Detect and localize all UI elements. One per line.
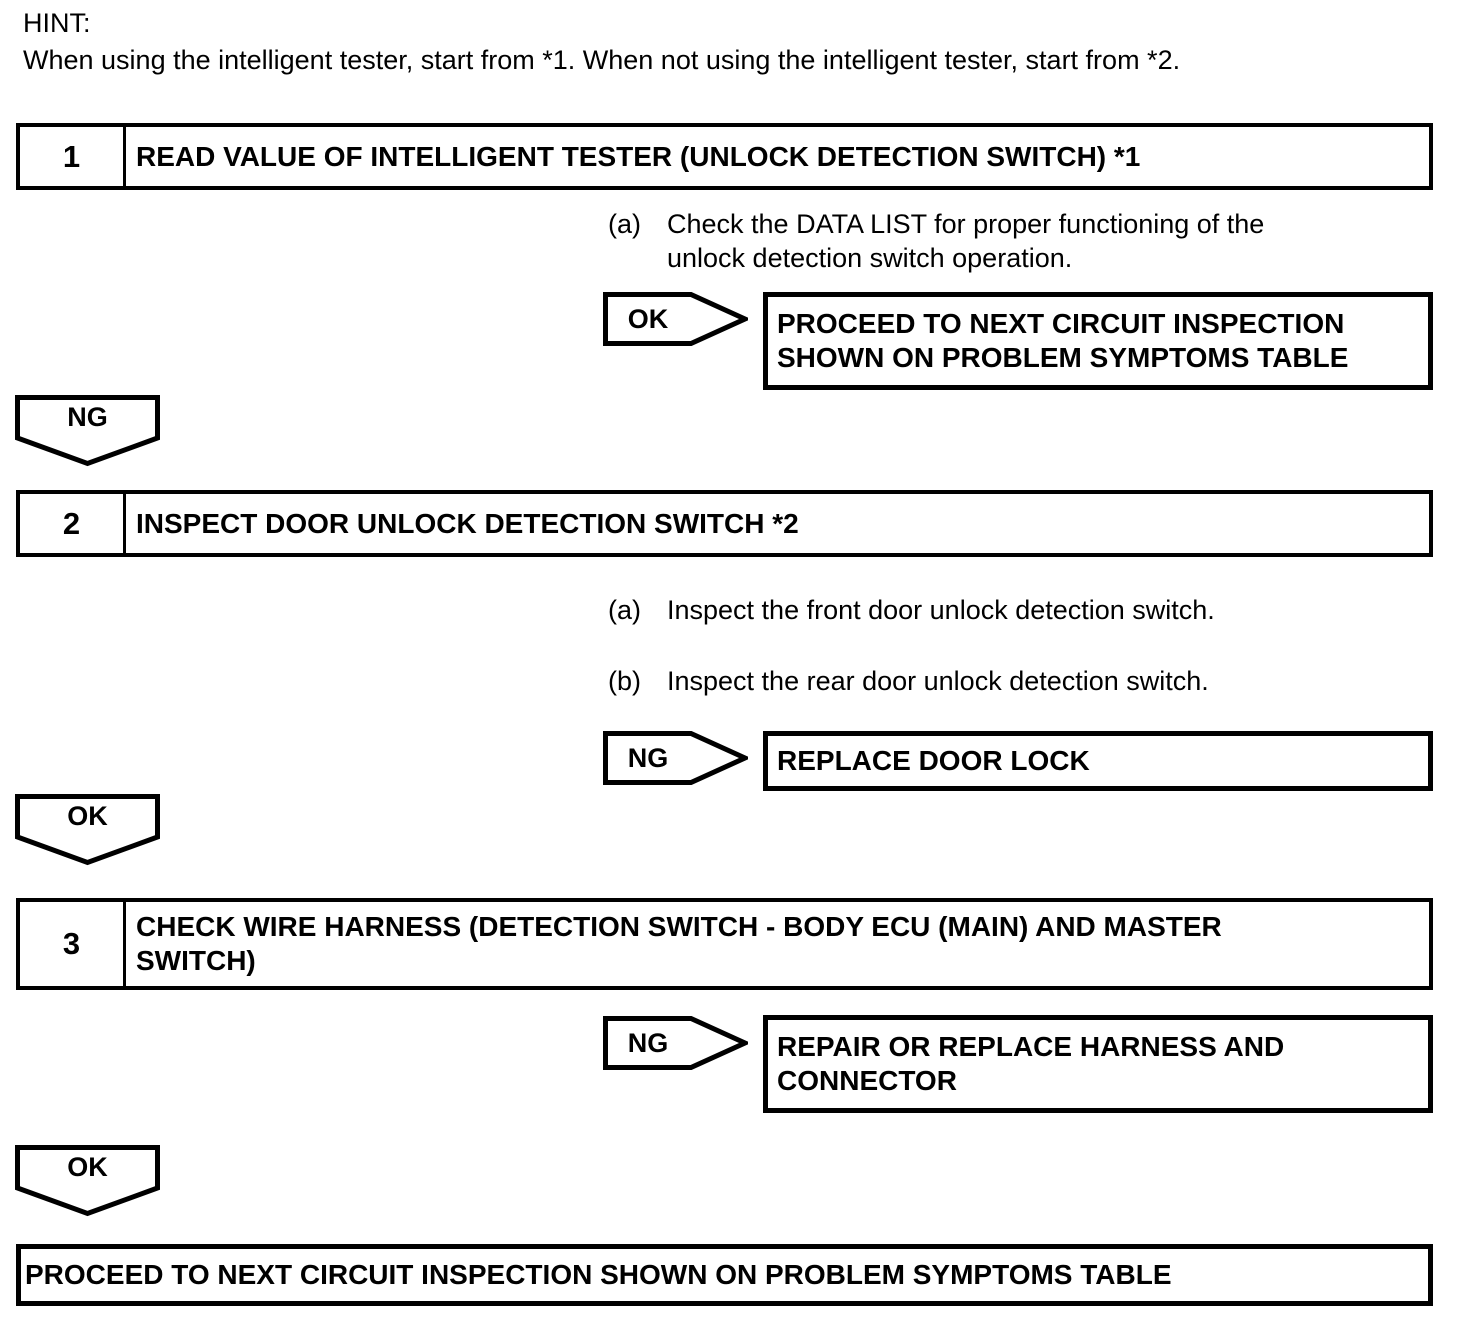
ng-connector-label: NG <box>627 743 669 773</box>
ng-connector-down-step1: NG <box>15 395 160 467</box>
ok-connector-label: OK <box>627 304 669 334</box>
arrow-right-icon <box>603 731 748 785</box>
step-1-title-text: READ VALUE OF INTELLIGENT TESTER (UNLOCK… <box>136 140 1141 172</box>
step-3-box: 3 CHECK WIRE HARNESS (DETECTION SWITCH -… <box>16 898 1433 990</box>
callout-line: CONNECTOR <box>777 1065 957 1096</box>
hint-text: When using the intelligent tester, start… <box>23 45 1181 75</box>
ok-connector-label: OK <box>67 1152 108 1182</box>
step-3-title: CHECK WIRE HARNESS (DETECTION SWITCH - B… <box>126 902 1429 986</box>
ng-connector-step3: NG <box>603 1016 748 1070</box>
ok-connector-step1: OK <box>603 292 748 346</box>
step-3-title-text: CHECK WIRE HARNESS (DETECTION SWITCH - B… <box>136 911 1222 976</box>
callout-replace-door-lock: REPLACE DOOR LOCK <box>763 731 1433 791</box>
ok-connector-down-step2: OK <box>15 794 160 866</box>
step-2-box: 2 INSPECT DOOR UNLOCK DETECTION SWITCH *… <box>16 490 1433 557</box>
step-1-number: 1 <box>20 127 126 186</box>
callout-repair-or-replace-harness: REPAIR OR REPLACE HARNESS AND CONNECTOR <box>763 1015 1433 1113</box>
ng-connector-label: NG <box>627 1028 669 1058</box>
step-2-substep-a: (a) Inspect the front door unlock detect… <box>608 593 1427 627</box>
ok-connector-down-step3: OK <box>15 1145 160 1217</box>
callout-line: SHOWN ON PROBLEM SYMPTOMS TABLE <box>777 342 1349 373</box>
arrow-right-icon <box>603 292 748 346</box>
substep-letter-label: (a) <box>608 595 641 625</box>
ng-connector-step2: NG <box>603 731 748 785</box>
step-2-number: 2 <box>20 494 126 553</box>
hint-label: HINT: <box>23 8 91 38</box>
substep-text: Inspect the front door unlock detection … <box>667 595 1215 625</box>
footer-directive-text: PROCEED TO NEXT CIRCUIT INSPECTION SHOWN… <box>25 1259 1172 1290</box>
arrow-right-icon <box>603 1016 748 1070</box>
step-1-box: 1 READ VALUE OF INTELLIGENT TESTER (UNLO… <box>16 123 1433 190</box>
step-1-title: READ VALUE OF INTELLIGENT TESTER (UNLOCK… <box>126 127 1429 186</box>
arrow-down-icon <box>15 1145 160 1217</box>
step-1-substep-a: (a) Check the DATA LIST for proper funct… <box>608 207 1307 275</box>
callout-line: REPLACE DOOR LOCK <box>777 745 1090 776</box>
callout-proceed-next-circuit-inspection: PROCEED TO NEXT CIRCUIT INSPECTION SHOWN… <box>763 292 1433 390</box>
arrow-down-icon <box>15 395 160 467</box>
arrow-down-icon <box>15 794 160 866</box>
substep-text: Check the DATA LIST for proper functioni… <box>667 209 1265 273</box>
step-3-number: 3 <box>20 902 126 986</box>
substep-letter-label: (b) <box>608 666 641 696</box>
substep-text: Inspect the rear door unlock detection s… <box>667 666 1209 696</box>
ng-connector-label: NG <box>67 402 108 432</box>
callout-line: REPAIR OR REPLACE HARNESS AND <box>777 1031 1285 1062</box>
ok-connector-label: OK <box>67 801 108 831</box>
step-2-title: INSPECT DOOR UNLOCK DETECTION SWITCH *2 <box>126 494 1429 553</box>
substep-letter-label: (a) <box>608 209 641 239</box>
step-2-substep-b: (b) Inspect the rear door unlock detecti… <box>608 664 1427 698</box>
step-2-title-text: INSPECT DOOR UNLOCK DETECTION SWITCH *2 <box>136 507 799 539</box>
callout-line: PROCEED TO NEXT CIRCUIT INSPECTION <box>777 308 1345 339</box>
footer-directive-box: PROCEED TO NEXT CIRCUIT INSPECTION SHOWN… <box>16 1244 1433 1306</box>
